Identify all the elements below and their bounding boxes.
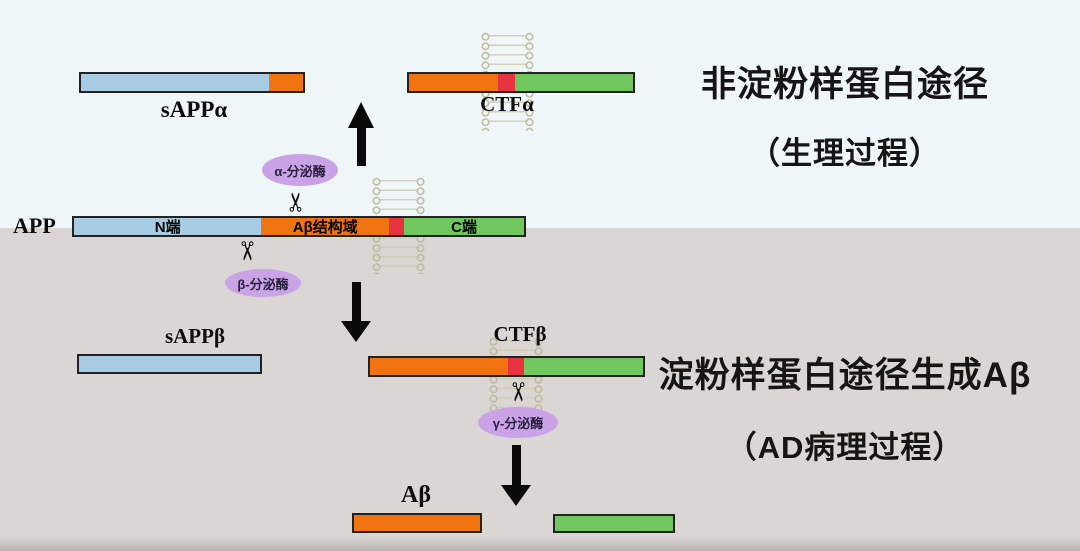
sappa-blue-segment	[81, 74, 269, 91]
abeta-orange-segment	[354, 515, 480, 531]
non-amyloid-pathway-subtitle: （生理过程）	[749, 136, 941, 171]
beta-secretase-ellipse: β-分泌酶	[225, 269, 301, 297]
abeta-bar	[352, 513, 482, 533]
sappb-blue-segment	[79, 356, 260, 372]
arrow-shaft	[351, 282, 361, 321]
sappa-orange-segment	[268, 74, 303, 91]
alpha-secretase-ellipse: α-分泌酶	[262, 154, 338, 186]
sappa-label: sAPPα	[160, 97, 228, 122]
arrow-head	[501, 485, 531, 506]
c-terminal-fragment-bar	[553, 514, 675, 533]
arrow-down-amyloid	[341, 282, 371, 342]
ctfa-red-segment	[498, 74, 516, 91]
ctf-green-segment	[555, 516, 673, 531]
scissors-icon-alpha: ✂	[282, 191, 312, 213]
arrow-head	[341, 321, 371, 342]
ctfa-label: CTFα	[480, 92, 534, 116]
ctfa-bar	[407, 72, 635, 93]
app-segment-c-terminal: C端	[404, 218, 524, 235]
gamma-secretase-ellipse: γ-分泌酶	[478, 407, 558, 438]
ctfb-label: CTFβ	[493, 322, 547, 346]
beta-secretase-label: β-分泌酶	[237, 276, 289, 292]
amyloid-pathway-subtitle: （AD病理过程）	[725, 430, 965, 465]
arrow-up-nonamyloid	[348, 102, 374, 166]
sappb-label: sAPPβ	[164, 324, 226, 348]
arrow-head	[348, 102, 374, 128]
ctfa-orange-segment	[409, 74, 499, 91]
ctfb-bar	[368, 356, 645, 377]
arrow-shaft	[356, 128, 366, 166]
ctfb-green-segment	[523, 358, 643, 375]
scissors-icon-beta: ✂	[231, 240, 261, 262]
amyloid-pathway-title: 淀粉样蛋白途径生成Aβ	[658, 356, 1032, 395]
sappb-bar	[77, 354, 262, 374]
bottom-edge-shadow	[0, 537, 1080, 551]
extracellular-background	[0, 0, 1080, 228]
app-segment-abeta-domain: Aβ结构域	[261, 218, 390, 235]
arrow-shaft	[511, 445, 521, 485]
ctfb-orange-segment	[370, 358, 508, 375]
non-amyloid-pathway-title: 非淀粉样蛋白途径	[700, 65, 989, 104]
gamma-secretase-label: γ-分泌酶	[492, 416, 544, 431]
app-bar: N端 Aβ结构域 C端	[72, 216, 526, 237]
abeta-label: Aβ	[401, 482, 431, 508]
app-segment-n-terminal: N端	[74, 218, 262, 235]
ctfa-green-segment	[515, 74, 633, 91]
alpha-secretase-label: α-分泌酶	[274, 163, 326, 179]
app-segment-cleavage-site	[389, 218, 405, 235]
app-label: APP	[13, 213, 56, 238]
ctfb-red-segment	[507, 358, 524, 375]
scissors-icon-gamma: ✂	[502, 381, 532, 403]
arrow-down-gamma	[501, 445, 531, 506]
sappa-bar	[79, 72, 305, 93]
